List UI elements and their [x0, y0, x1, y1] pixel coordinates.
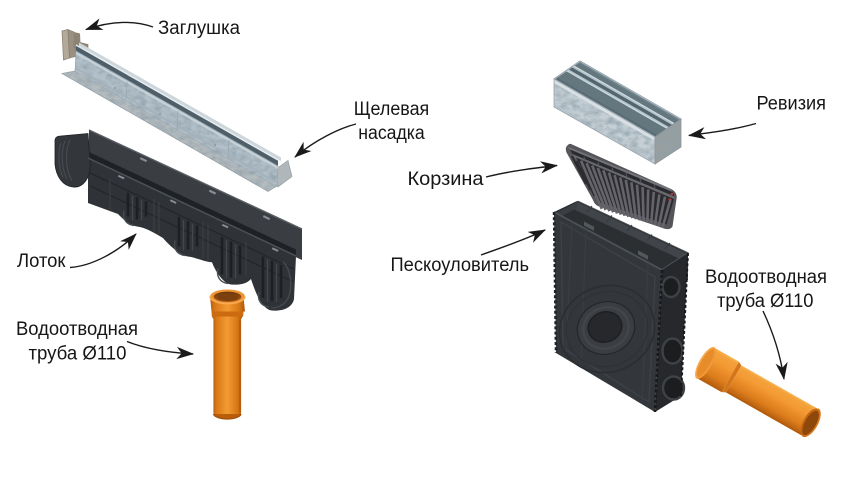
svg-text:Щелевая: Щелевая — [354, 99, 430, 120]
svg-text:Ревизия: Ревизия — [757, 94, 827, 115]
svg-text:труба Ø110: труба Ø110 — [29, 344, 127, 365]
svg-text:Водоотводная: Водоотводная — [16, 319, 138, 340]
svg-text:насадка: насадка — [358, 123, 425, 144]
svg-text:Корзина: Корзина — [408, 169, 484, 190]
svg-text:Лоток: Лоток — [17, 251, 66, 272]
svg-text:Водоотводная: Водоотводная — [705, 267, 827, 288]
svg-text:труба Ø110: труба Ø110 — [717, 291, 814, 312]
svg-text:Пескоуловитель: Пескоуловитель — [391, 255, 530, 276]
svg-text:Заглушка: Заглушка — [158, 18, 240, 39]
